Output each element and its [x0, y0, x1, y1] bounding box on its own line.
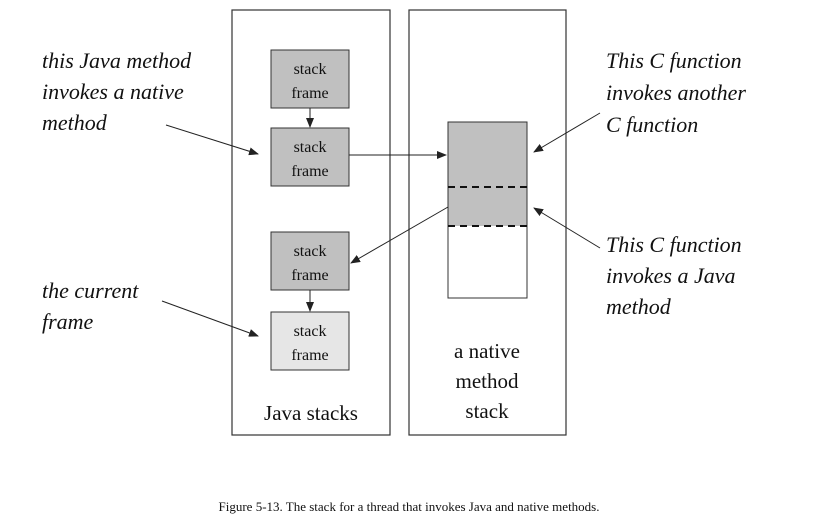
- annotation-java-invokes-native-line-3: method: [42, 110, 108, 135]
- current-stack-frame-line-2: frame: [291, 347, 328, 364]
- native-method-stack-block: [447, 121, 528, 299]
- native-stack-frame-middle: [448, 187, 527, 226]
- stack-frame-3-line-1: stack: [294, 243, 327, 260]
- stack-frame-2-line-2: frame: [291, 163, 328, 180]
- annotation-c-invokes-java-line-1: This C function: [606, 232, 742, 257]
- annotation-c-invokes-c-line-2: invokes another: [606, 80, 746, 105]
- stack-frame-1-line-1: stack: [294, 61, 327, 78]
- native-stack-frame-upper: [448, 122, 527, 187]
- annotation-current-frame-arrow: [161, 300, 259, 337]
- stack-frame-1: [270, 49, 350, 109]
- current-stack-frame: [270, 311, 350, 371]
- stack-frame-1-line-2: frame: [291, 85, 328, 102]
- native-stack-label-line-2: method: [456, 369, 519, 393]
- java-stacks-label: Java stacks: [264, 401, 358, 425]
- native-to-java-arrow: [350, 206, 449, 264]
- native-stack-label-line-1: a native: [454, 339, 520, 363]
- annotation-current-frame-line-1: the current: [42, 278, 139, 303]
- native-method-stack-panel: [408, 9, 567, 436]
- annotation-c-invokes-c-arrow: [533, 112, 601, 153]
- stack-frame-2-line-1: stack: [294, 139, 327, 156]
- figure-caption: Figure 5-13. The stack for a thread that…: [219, 499, 600, 514]
- annotation-c-invokes-java-line-3: method: [606, 294, 672, 319]
- annotation-java-invokes-native-arrow: [165, 124, 259, 156]
- annotation-java-invokes-native-line-1: this Java method: [42, 48, 192, 73]
- annotation-c-invokes-java-arrow: [533, 207, 601, 249]
- annotation-c-invokes-java-line-2: invokes a Java: [606, 263, 736, 288]
- annotation-c-invokes-c-line-1: This C function: [606, 48, 742, 73]
- stack-frame-2: [270, 127, 350, 187]
- stack-frame-3: [270, 231, 350, 291]
- native-stack-label-line-3: stack: [465, 399, 509, 423]
- stack-frame-3-line-2: frame: [291, 267, 328, 284]
- annotation-java-invokes-native-line-2: invokes a native: [42, 79, 184, 104]
- annotation-current-frame-line-2: frame: [42, 309, 94, 334]
- java-stacks-panel: [231, 9, 391, 436]
- annotation-c-invokes-c-line-3: C function: [606, 112, 698, 137]
- current-stack-frame-line-1: stack: [294, 323, 327, 340]
